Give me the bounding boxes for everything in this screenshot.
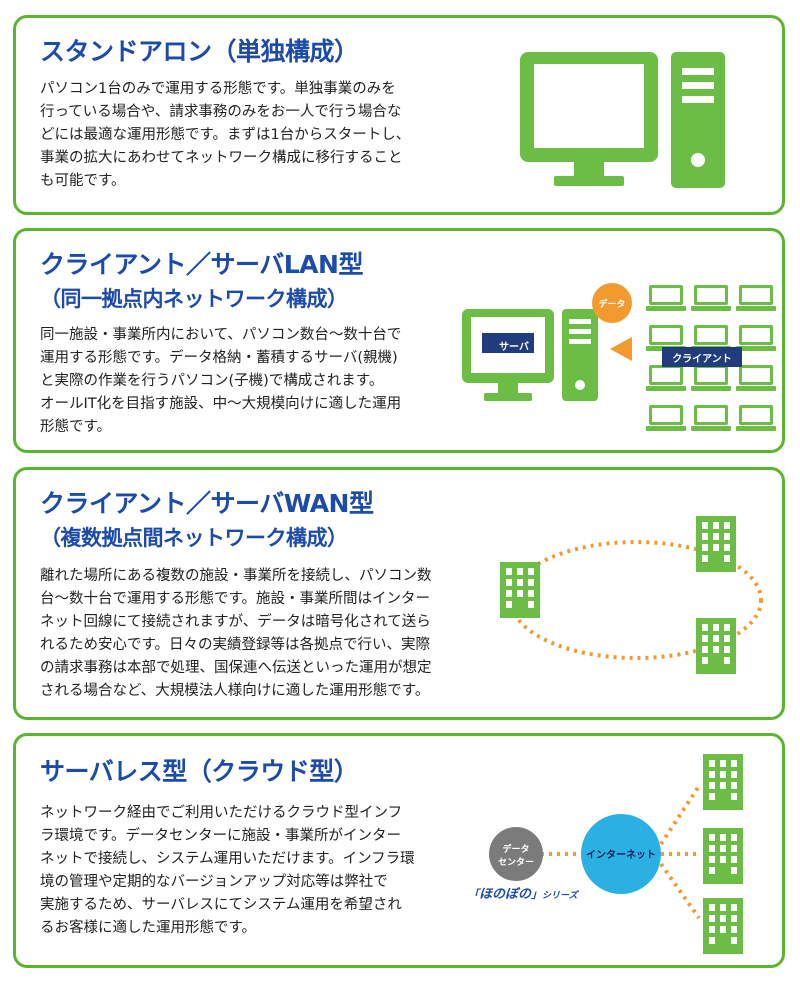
brand-name: ほのぼの [479, 887, 532, 902]
laptop-icon [736, 285, 776, 311]
building-icon [703, 828, 743, 884]
section-subtitle: （同一拠点内ネットワーク構成） [40, 287, 348, 311]
laptop-icon [691, 285, 731, 311]
section-wan: クライアント／サーバWAN型 （複数拠点間ネットワーク構成） 離れた場所にある複… [13, 467, 785, 720]
section-body: 同一施設・事業所内において、パソコン数台〜数十台で 運用する形態です。データ格納… [40, 327, 402, 435]
laptop-icon [736, 365, 776, 391]
wan-illustration [500, 516, 763, 674]
lan-illustration [462, 283, 776, 431]
laptop-icon [646, 405, 686, 431]
building-icon [703, 754, 743, 810]
section-body: パソコン1台のみで運用する形態です。単独事業のみを 行っている場合や、請求事務の… [40, 81, 411, 189]
client-laptops [646, 285, 776, 431]
server-tower-icon [562, 309, 598, 401]
arrow-left-icon [610, 337, 632, 361]
brand-logo: 「ほのぼの」シリーズ [468, 887, 578, 902]
section-lan: クライアント／サーバLAN型 （同一拠点内ネットワーク構成） 同一施設・事業所内… [13, 228, 785, 453]
section-serverless: サーバレス型（クラウド型） ネットワーク経由でご利用いただけるクラウド型インフ … [13, 733, 785, 968]
section-title: クライアント／サーバWAN型 [40, 489, 374, 518]
section-body: ネットワーク経由でご利用いただけるクラウド型インフ ラ環境です。データセンターに… [40, 805, 415, 936]
building-icon [696, 516, 736, 572]
data-badge [592, 283, 632, 323]
standalone-illustration [520, 52, 725, 188]
section-standalone: スタンドアロン（単独構成） パソコン1台のみで運用する形態です。単独事業のみを … [13, 15, 785, 215]
laptop-icon [646, 365, 686, 391]
cloud-illustration [489, 754, 743, 954]
internet-icon [581, 814, 661, 894]
building-icon [500, 562, 540, 618]
laptop-icon [736, 405, 776, 431]
client-label: クライアント [672, 354, 732, 365]
section-title: サーバレス型（クラウド型） [40, 757, 359, 786]
laptop-icon [691, 365, 731, 391]
server-monitor-icon [462, 309, 554, 401]
datacenter-icon [489, 827, 543, 881]
building-icon [703, 898, 743, 954]
client-label-bg [662, 347, 742, 367]
monitor-icon [520, 52, 658, 186]
internet-label: インターネット [586, 850, 656, 861]
brand-series: シリーズ [542, 891, 578, 901]
datacenter-label-2: センター [497, 858, 534, 868]
server-label: サーバ [499, 342, 529, 353]
laptop-icon [691, 405, 731, 431]
section-body: 離れた場所にある複数の施設・事業所を接続し、パソコン数 台〜数十台で運用する形態… [40, 568, 432, 699]
section-subtitle: （複数拠点間ネットワーク構成） [40, 526, 348, 550]
building-icon [696, 618, 736, 674]
data-label: データ [598, 300, 626, 310]
datacenter-label-1: データ [502, 845, 530, 855]
laptop-icon [646, 285, 686, 311]
pc-tower-icon [671, 52, 725, 188]
section-title: スタンドアロン（単独構成） [40, 37, 359, 66]
laptop-icon [736, 325, 776, 351]
section-title: クライアント／サーバLAN型 [40, 250, 363, 279]
